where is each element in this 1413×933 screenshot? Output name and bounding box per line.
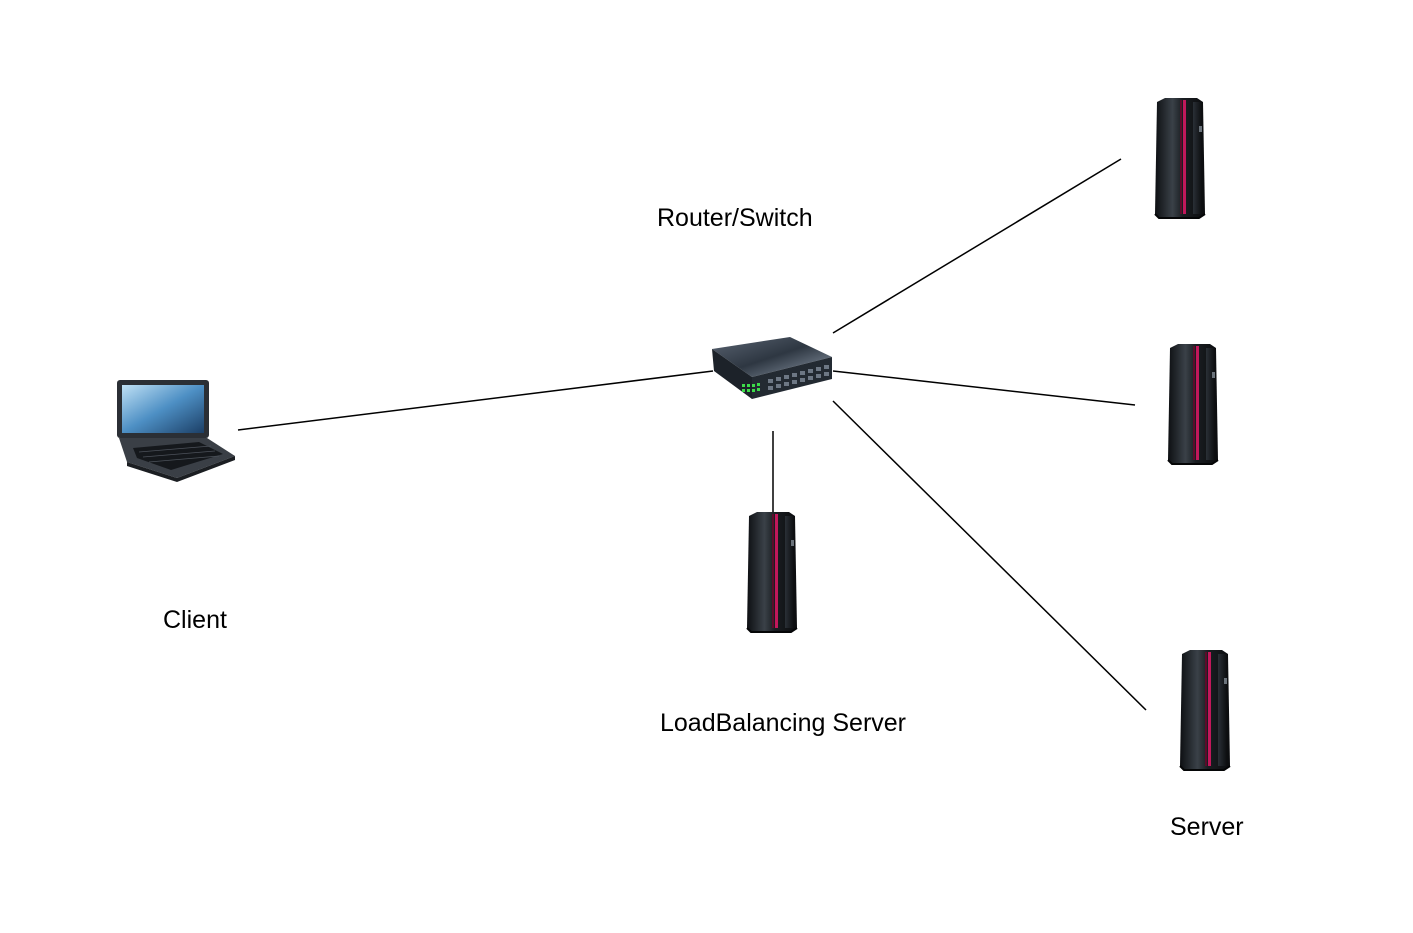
connections	[237, 158, 1147, 711]
link-client-router	[237, 370, 714, 431]
server-icon	[1154, 97, 1206, 219]
client-label: Client	[163, 606, 227, 634]
router-switch-label: Router/Switch	[657, 204, 813, 232]
laptop-icon	[117, 380, 235, 482]
server-icon	[746, 511, 798, 633]
link-router-server-top	[832, 158, 1122, 334]
switch-icon	[712, 337, 832, 399]
server-icon	[1167, 343, 1219, 465]
link-router-server-bottom	[832, 400, 1147, 711]
load-balancing-server-label: LoadBalancing Server	[660, 709, 906, 737]
server-icon	[1179, 649, 1231, 771]
link-router-server-middle	[832, 370, 1136, 406]
server-label: Server	[1170, 813, 1244, 841]
